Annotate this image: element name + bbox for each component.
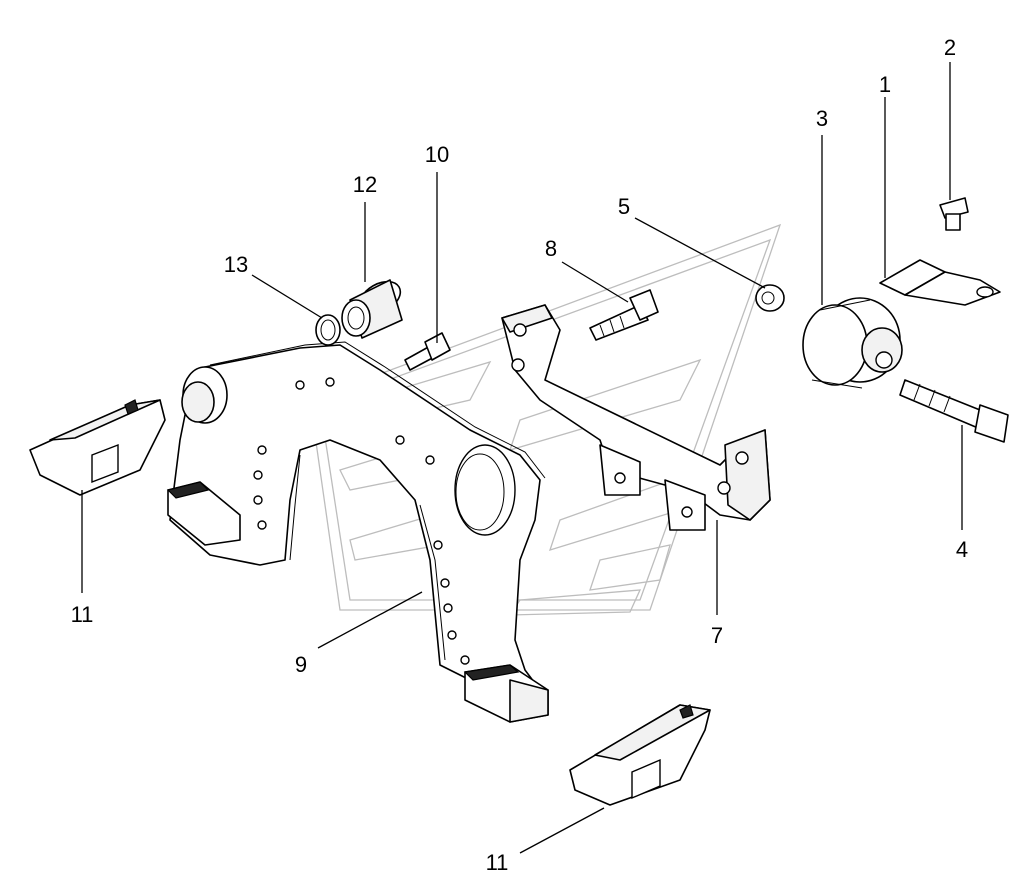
- washer-part-13: [315, 314, 341, 346]
- leader-5: [634, 217, 766, 289]
- callout-7: 7: [711, 623, 723, 648]
- bolt-part-10: [404, 332, 451, 371]
- leader-8: [561, 261, 629, 303]
- callout-8: 8: [545, 236, 557, 261]
- callout-9: 9: [295, 652, 307, 677]
- callout-1: 1: [879, 72, 891, 97]
- pedal-bracket-part-9: [166, 341, 549, 723]
- callout-11-left: 11: [71, 602, 94, 627]
- callout-13: 13: [224, 252, 248, 277]
- callout-11-bottom: 11: [486, 850, 509, 875]
- leader-11-bottom: [519, 807, 605, 854]
- nut-part-5: [755, 284, 785, 312]
- callout-12: 12: [353, 172, 377, 197]
- callout-3: 3: [816, 106, 828, 131]
- pedal-pad-part-11-left: [29, 399, 166, 496]
- leader-lines: [81, 62, 963, 854]
- bumper-part-3: [802, 297, 903, 389]
- callout-10: 10: [425, 142, 449, 167]
- leader-13: [251, 274, 323, 319]
- bushing-part-12: [341, 279, 403, 339]
- bolt-part-8: [589, 289, 659, 341]
- clip-part-1: [879, 259, 1001, 306]
- callout-labels: 1 2 3 4 5 7 8 9 10 11 11 12 13: [71, 35, 969, 875]
- pedal-pad-part-11-bottom: [569, 704, 711, 806]
- screw-part-2: [939, 197, 969, 231]
- callout-2: 2: [944, 35, 956, 60]
- support-bracket-part-7: [501, 304, 771, 531]
- callout-4: 4: [956, 537, 968, 562]
- leader-9: [317, 591, 423, 649]
- bolt-part-4: [899, 379, 1009, 443]
- callout-5: 5: [618, 194, 630, 219]
